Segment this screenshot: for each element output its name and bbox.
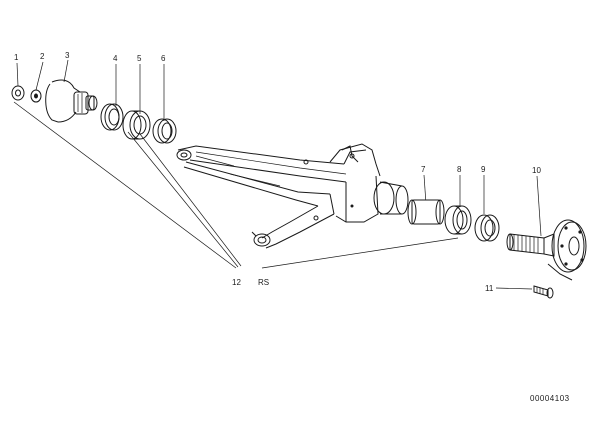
part-7-sleeve <box>407 199 445 225</box>
part-label-2: 2 <box>40 52 45 61</box>
part-label-9: 9 <box>481 165 486 174</box>
part-label-11: 11 <box>485 284 494 293</box>
part-label-7: 7 <box>421 165 426 174</box>
set-label-rs: RS <box>258 278 269 287</box>
part-10-drive-shaft <box>506 219 587 281</box>
part-6-seal <box>152 118 177 144</box>
part-label-4: 4 <box>113 54 118 63</box>
part-1-washer <box>11 85 25 101</box>
part-9-seal <box>474 214 500 242</box>
leader-lines <box>13 59 542 290</box>
part-3-flange <box>45 79 98 123</box>
part-4-bearing <box>100 103 124 131</box>
part-label-1: 1 <box>14 53 19 62</box>
part-label-5: 5 <box>137 54 142 63</box>
trailing-arm <box>176 143 409 249</box>
part-label-3: 3 <box>65 51 70 60</box>
part-label-10: 10 <box>532 166 541 175</box>
part-label-6: 6 <box>161 54 166 63</box>
part-8-bearing <box>444 205 472 235</box>
part-5-bearing <box>122 110 151 140</box>
part-11-stud <box>533 285 554 299</box>
drawing-code: 00004103 <box>530 394 570 403</box>
part-2-nut <box>30 89 42 103</box>
part-label-8: 8 <box>457 165 462 174</box>
part-labels: 1 2 3 4 5 6 7 8 9 10 11 12 RS <box>14 51 541 293</box>
part-label-12: 12 <box>232 278 241 287</box>
